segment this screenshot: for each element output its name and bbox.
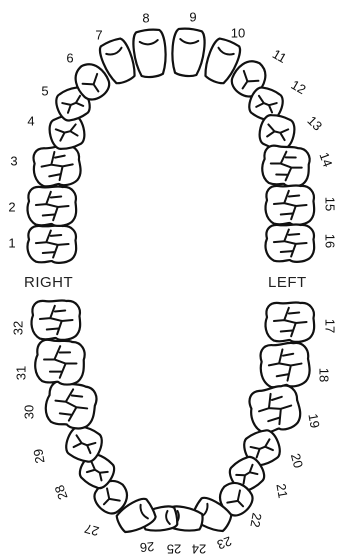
tooth-number-30: 30 xyxy=(21,405,36,419)
tooth-number-31: 31 xyxy=(13,366,28,380)
tooth-number-23: 23 xyxy=(215,533,234,552)
tooth-15[interactable] xyxy=(266,185,315,224)
tooth-9-crown xyxy=(170,27,206,77)
tooth-number-16: 16 xyxy=(323,234,338,248)
tooth-number-17: 17 xyxy=(323,319,338,333)
tooth-8-crown xyxy=(132,28,168,78)
tooth-number-21: 21 xyxy=(273,482,290,499)
tooth-number-19: 19 xyxy=(305,412,322,429)
tooth-19[interactable] xyxy=(247,383,304,436)
tooth-31[interactable] xyxy=(34,338,86,386)
tooth-number-15: 15 xyxy=(323,197,338,211)
tooth-number-2: 2 xyxy=(8,199,15,214)
tooth-32[interactable] xyxy=(32,300,81,339)
tooth-number-14: 14 xyxy=(316,150,335,169)
tooth-number-32: 32 xyxy=(10,321,25,335)
tooth-number-8: 8 xyxy=(142,10,149,25)
tooth-number-10: 10 xyxy=(231,25,245,40)
tooth-number-27: 27 xyxy=(83,521,101,539)
tooth-8[interactable] xyxy=(132,28,168,78)
tooth-9[interactable] xyxy=(170,27,206,77)
tooth-number-20: 20 xyxy=(288,452,306,470)
tooth-17[interactable] xyxy=(266,302,315,341)
tooth-number-24: 24 xyxy=(192,542,206,557)
tooth-number-26: 26 xyxy=(139,539,155,555)
left-side-label: LEFT xyxy=(268,274,307,291)
tooth-16[interactable] xyxy=(266,224,315,261)
tooth-number-25: 25 xyxy=(167,542,181,557)
tooth-number-3: 3 xyxy=(10,153,17,168)
tooth-30[interactable] xyxy=(42,379,99,432)
tooth-2[interactable] xyxy=(28,186,77,225)
tooth-number-28: 28 xyxy=(51,483,70,502)
tooth-number-5: 5 xyxy=(41,83,48,98)
tooth-3[interactable] xyxy=(32,144,82,188)
tooth-18[interactable] xyxy=(259,341,311,389)
tooth-number-13: 13 xyxy=(304,113,325,134)
tooth-14[interactable] xyxy=(261,144,311,188)
tooth-number-18: 18 xyxy=(317,368,332,382)
tooth-number-29: 29 xyxy=(30,448,47,465)
tooth-number-6: 6 xyxy=(66,50,73,65)
tooth-number-7: 7 xyxy=(95,27,102,42)
tooth-number-4: 4 xyxy=(27,113,34,128)
tooth-number-1: 1 xyxy=(8,235,15,250)
right-side-label: RIGHT xyxy=(24,274,73,291)
tooth-number-22: 22 xyxy=(247,512,264,529)
tooth-number-11: 11 xyxy=(270,46,289,66)
tooth-number-9: 9 xyxy=(189,9,196,24)
tooth-number-12: 12 xyxy=(289,77,309,97)
tooth-1[interactable] xyxy=(28,225,77,262)
